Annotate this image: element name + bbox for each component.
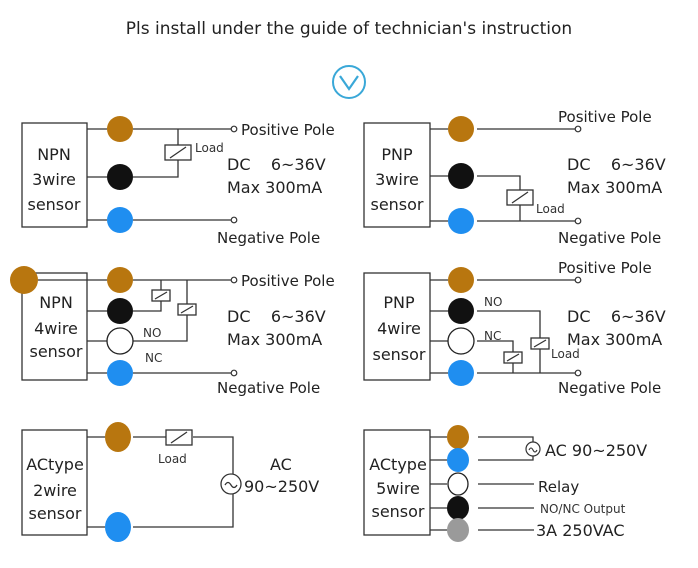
negative-pole-label: Negative Pole <box>217 229 320 247</box>
blue-wire-dot <box>107 207 133 233</box>
sensor-box <box>21 122 88 228</box>
npn-3wire-diagram: NPN 3wire sensor Load Positive Pole Nega… <box>21 116 335 247</box>
sensor-label: sensor <box>29 342 82 361</box>
relay-coil-icon <box>177 303 197 316</box>
sensor-box <box>21 429 88 536</box>
positive-pole-label: Positive Pole <box>558 108 652 126</box>
page-title: Pls install under the guide of technicia… <box>126 19 572 39</box>
ac-voltage: 90~250V <box>244 477 319 496</box>
sensor-type: PNP <box>381 145 413 164</box>
positive-pole-label: Positive Pole <box>241 121 335 139</box>
ac-5wire-diagram: ACtype 5wire sensor AC 90~250V Relay NO/… <box>363 425 647 542</box>
sensor-wires: 2wire <box>33 481 77 500</box>
npn-4wire-diagram: NPN 4wire sensor NO NC Positive Pole Neg… <box>10 266 335 397</box>
output-label: NO/NC Output <box>540 502 626 516</box>
dc-voltage: DC 6~36V <box>227 307 326 326</box>
sensor-label: sensor <box>370 195 423 214</box>
negative-terminal <box>230 216 238 224</box>
pnp-3wire-diagram: PNP 3wire sensor Load Positive Pole Nega… <box>363 108 666 247</box>
positive-terminal <box>230 125 238 133</box>
max-current: Max 300mA <box>227 330 322 349</box>
brown-wire-dot <box>107 267 133 293</box>
load-label: Load <box>158 452 187 466</box>
ac-source-icon <box>525 441 541 457</box>
sensor-label: sensor <box>28 504 81 523</box>
white-wire-dot <box>106 327 134 355</box>
load-label: Load <box>195 141 224 155</box>
dc-voltage: DC 6~36V <box>567 307 666 326</box>
relay-rating: 3A 250VAC <box>536 521 625 540</box>
sensor-type: PNP <box>383 293 415 312</box>
sensor-type: ACtype <box>26 455 84 474</box>
load-label: Load <box>551 347 580 361</box>
sensor-label: sensor <box>372 345 425 364</box>
brown-wire-dot <box>107 116 133 142</box>
sensor-wires: 5wire <box>376 479 420 498</box>
relay-coil-icon <box>506 189 534 206</box>
negative-pole-label: Negative Pole <box>558 229 661 247</box>
sensor-type: ACtype <box>369 455 427 474</box>
sensor-box <box>363 429 431 536</box>
sensor-type: NPN <box>37 145 71 164</box>
pnp-4wire-diagram: PNP 4wire sensor NO NC Load Positive Pol… <box>363 259 666 397</box>
relay-coil-icon <box>164 144 192 161</box>
sensor-wires: 3wire <box>32 170 76 189</box>
nc-label: NC <box>484 329 501 343</box>
negative-pole-label: Negative Pole <box>558 379 661 397</box>
blue-wire-dot <box>107 360 133 386</box>
ac-2wire-diagram: ACtype 2wire sensor Load AC 90~250V <box>21 422 319 542</box>
no-label: NO <box>484 295 502 309</box>
relay-coil-icon <box>151 289 171 302</box>
sensor-box <box>363 122 431 228</box>
relay-coil-icon <box>503 351 523 364</box>
sensor-wires: 4wire <box>34 319 78 338</box>
max-current: Max 300mA <box>567 330 662 349</box>
load-label: Load <box>536 202 565 216</box>
sensor-label: sensor <box>27 195 80 214</box>
no-label: NO <box>143 326 161 340</box>
max-current: Max 300mA <box>567 178 662 197</box>
positive-pole-label: Positive Pole <box>558 259 652 277</box>
dc-voltage: DC 6~36V <box>567 155 666 174</box>
black-wire-dot <box>107 164 133 190</box>
nc-label: NC <box>145 351 162 365</box>
sensor-box <box>363 272 431 381</box>
sensor-label: sensor <box>371 502 424 521</box>
brown-wire-dot <box>10 266 38 294</box>
relay-coil-icon <box>165 429 193 446</box>
relay-label: Relay <box>538 478 579 496</box>
sensor-type: NPN <box>39 293 73 312</box>
max-current: Max 300mA <box>227 178 322 197</box>
ac-supply-label: AC 90~250V <box>545 441 647 460</box>
sensor-wires: 3wire <box>375 170 419 189</box>
sensor-wires: 4wire <box>377 319 421 338</box>
negative-pole-label: Negative Pole <box>217 379 320 397</box>
ac-source-icon <box>220 473 242 495</box>
chevron-down-circle-icon <box>332 65 366 99</box>
dc-voltage: DC 6~36V <box>227 155 326 174</box>
relay-coil-icon <box>530 337 550 350</box>
ac-label: AC <box>270 455 292 474</box>
positive-pole-label: Positive Pole <box>241 272 335 290</box>
black-wire-dot <box>107 298 133 324</box>
